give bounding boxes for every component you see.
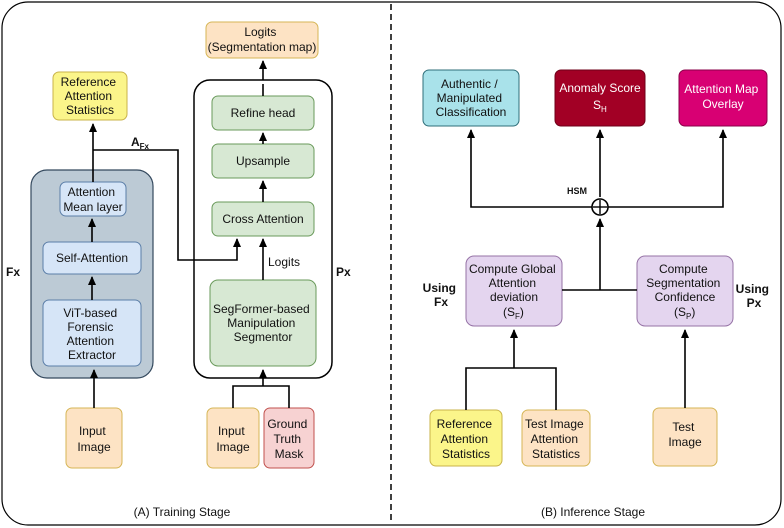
seg-confidence-symbol: (SP) (674, 305, 695, 321)
label-logits-arrow: Logits (268, 255, 300, 269)
attention-overlay-box (678, 69, 768, 127)
authentic-label: Authentic / Manipulated Classification (436, 77, 507, 119)
test-image-label: Test Image (668, 420, 702, 449)
anomaly-score-label: Anomaly Score (559, 81, 641, 95)
inference-connectors (465, 129, 727, 410)
upsample-label: Upsample (236, 154, 290, 168)
anomaly-score-box (554, 69, 646, 127)
vit-extractor-label: ViT-based Forensic Attention Extractor (63, 306, 120, 362)
global-deviation-box (465, 255, 563, 327)
label-px: Px (336, 265, 351, 279)
reference-stats-train-label: Reference Attention Statistics (61, 75, 120, 117)
training-caption: (A) Training Stage (134, 505, 231, 519)
seg-confidence-label: Compute Segmentation Confidence (646, 262, 723, 304)
inference-caption: (B) Inference Stage (541, 505, 645, 519)
cross-attention-label: Cross Attention (222, 212, 303, 226)
input-image-px-label: Input Image (216, 424, 250, 454)
reference-stats-train-box (52, 71, 128, 121)
ground-truth-label: Ground Truth Mask (267, 417, 310, 461)
attention-mean-label: Attention Mean layer (63, 185, 122, 214)
logits-output-label: Logits (Segmentation map) (208, 25, 317, 54)
label-afx: AFx (131, 135, 150, 151)
seg-confidence-box (636, 255, 734, 327)
reference-stats-infer-label: Reference Attention Statistics (437, 417, 496, 461)
global-deviation-label: Compute Global Attention deviation (469, 262, 559, 304)
logits-output-box (205, 21, 319, 59)
anomaly-score-symbol: SH (593, 98, 607, 114)
authentic-box (422, 69, 520, 127)
test-stats-label: Test Image Attention Statistics (525, 417, 587, 461)
label-hsm: HSM (567, 186, 587, 196)
training-connectors (88, 60, 290, 408)
segformer-label: SegFormer-based Manipulation Segmentor (213, 302, 313, 344)
refine-head-label: Refine head (231, 106, 296, 120)
self-attention-label: Self-Attention (56, 251, 128, 265)
global-deviation-symbol: (SF) (503, 305, 524, 321)
label-using-px: Using Px (736, 282, 773, 310)
attention-overlay-label: Attention Map Overlay (684, 82, 761, 111)
input-image-fx-box (65, 407, 123, 469)
input-image-fx-label: Input Image (77, 424, 111, 454)
label-using-fx: Using Fx (423, 281, 460, 309)
input-image-px-box (206, 407, 260, 469)
label-fx: Fx (6, 265, 20, 279)
